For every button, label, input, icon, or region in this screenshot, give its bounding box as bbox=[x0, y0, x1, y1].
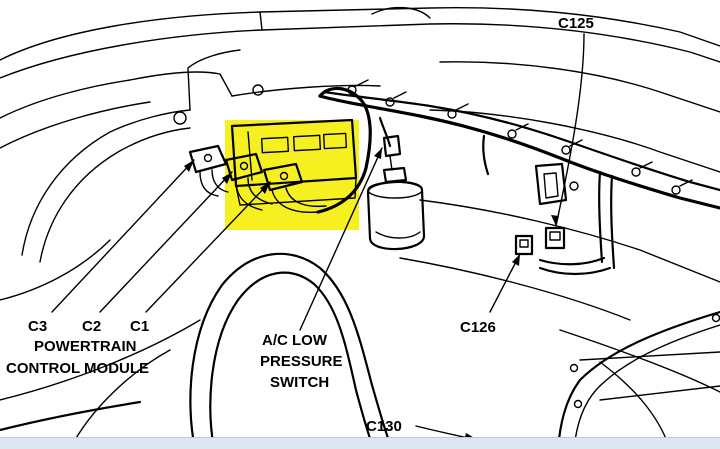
harness-bracket bbox=[534, 162, 568, 206]
label-pcm-line2: CONTROL MODULE bbox=[6, 360, 149, 377]
label-ac-line3: SWITCH bbox=[270, 374, 329, 391]
label-ac-line2: PRESSURE bbox=[260, 353, 343, 370]
body-outline bbox=[0, 6, 720, 449]
label-pcm-line1: POWERTRAIN bbox=[34, 338, 137, 355]
leader-lines bbox=[51, 33, 585, 441]
label-c2: C2 bbox=[82, 318, 101, 335]
label-c3: C3 bbox=[28, 318, 47, 335]
pcm-highlight bbox=[225, 120, 359, 230]
connector-c125 bbox=[544, 226, 566, 250]
label-c126: C126 bbox=[460, 319, 496, 336]
connector-c3 bbox=[188, 144, 229, 197]
hose-lines bbox=[0, 252, 720, 449]
bottom-bar bbox=[0, 437, 720, 449]
label-c130: C130 bbox=[366, 418, 402, 435]
ac-accumulator bbox=[366, 180, 426, 251]
label-ac-line1: A/C LOW bbox=[262, 332, 328, 349]
wiring-harness bbox=[316, 86, 720, 276]
connector-c126 bbox=[514, 234, 534, 256]
label-c1: C1 bbox=[130, 318, 149, 335]
ac-low-pressure-switch bbox=[382, 134, 408, 184]
label-c125: C125 bbox=[558, 15, 594, 32]
